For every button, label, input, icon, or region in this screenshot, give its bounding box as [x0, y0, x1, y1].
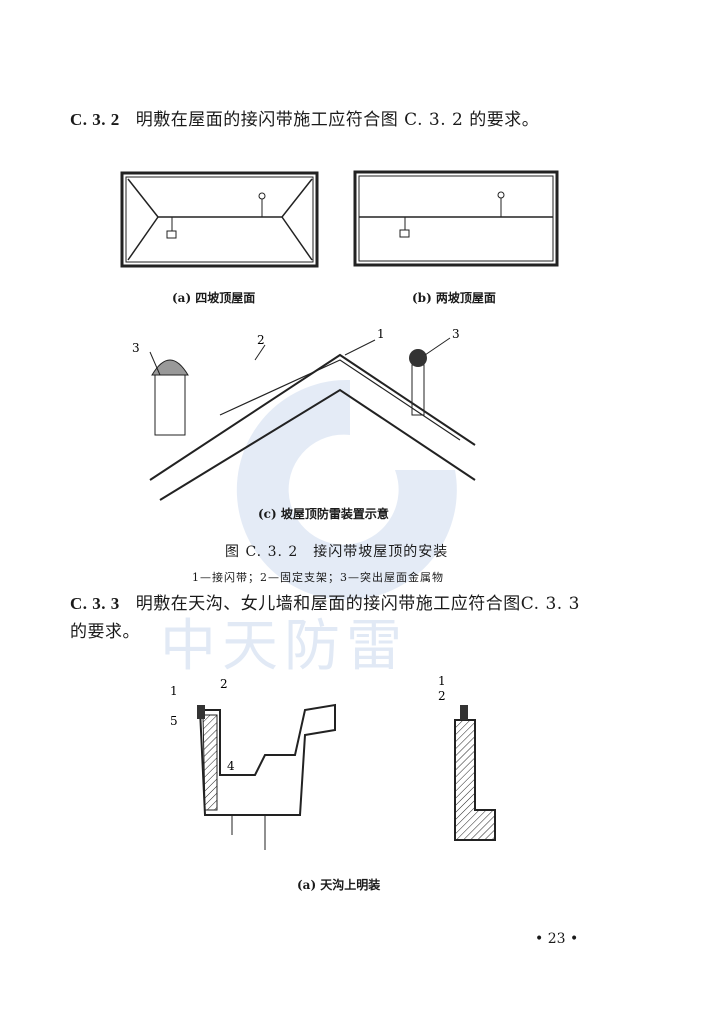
watermark-logo	[236, 379, 457, 600]
figure-title-c32: 图 C. 3. 2 接闪带坡屋顶的安装	[225, 544, 449, 560]
watermark: 中天防雷	[160, 619, 408, 675]
section-c32: C. 3. 2 明敷在屋面的接闪带施工应符合图 C. 3. 2 的要求。	[70, 106, 539, 134]
watermark-text: 中天防雷	[160, 614, 408, 679]
caption-b: (b) 两坡顶屋面	[412, 291, 496, 305]
label-1: 1	[438, 674, 446, 688]
section-number: C. 3. 3	[70, 594, 120, 613]
section-text: 明敷在天沟、女儿墙和屋面的接闪带施工应符合图C. 3. 3	[135, 594, 580, 614]
label-2: 2	[220, 677, 228, 691]
page-number: • 23 •	[535, 931, 579, 947]
section-c33: C. 3. 3 明敷在天沟、女儿墙和屋面的接闪带施工应符合图C. 3. 3 的要求…	[70, 590, 580, 646]
caption-c: (c) 坡屋顶防雷装置示意	[258, 507, 389, 521]
figure-legend-c32: 1—接闪带；2—固定支架；3—突出屋面金属物	[192, 571, 444, 584]
section-text-cont: 的要求。	[70, 622, 140, 642]
diagram-slope-roof-protection: 2 1 3 3	[132, 327, 476, 501]
label-1: 1	[377, 327, 385, 341]
diagram-gutter-left: 1 2 5 4	[170, 677, 336, 850]
label-1: 1	[170, 684, 178, 698]
diagram-two-slope-roof	[353, 170, 559, 267]
section-number: C. 3. 2	[70, 110, 120, 129]
label-2: 2	[438, 689, 446, 703]
label-2: 2	[257, 333, 265, 347]
label-3-left: 3	[132, 341, 140, 355]
label-3-right: 3	[452, 327, 460, 341]
diagram-parapet-right: 1 2	[438, 674, 496, 841]
caption-c33-a: (a) 天沟上明装	[297, 878, 381, 892]
diagram-four-slope-roof	[120, 171, 319, 268]
label-4: 4	[227, 759, 235, 773]
section-text: 明敷在屋面的接闪带施工应符合图 C. 3. 2 的要求。	[135, 110, 540, 130]
label-5: 5	[170, 714, 178, 728]
caption-a: (a) 四坡顶屋面	[172, 291, 256, 305]
